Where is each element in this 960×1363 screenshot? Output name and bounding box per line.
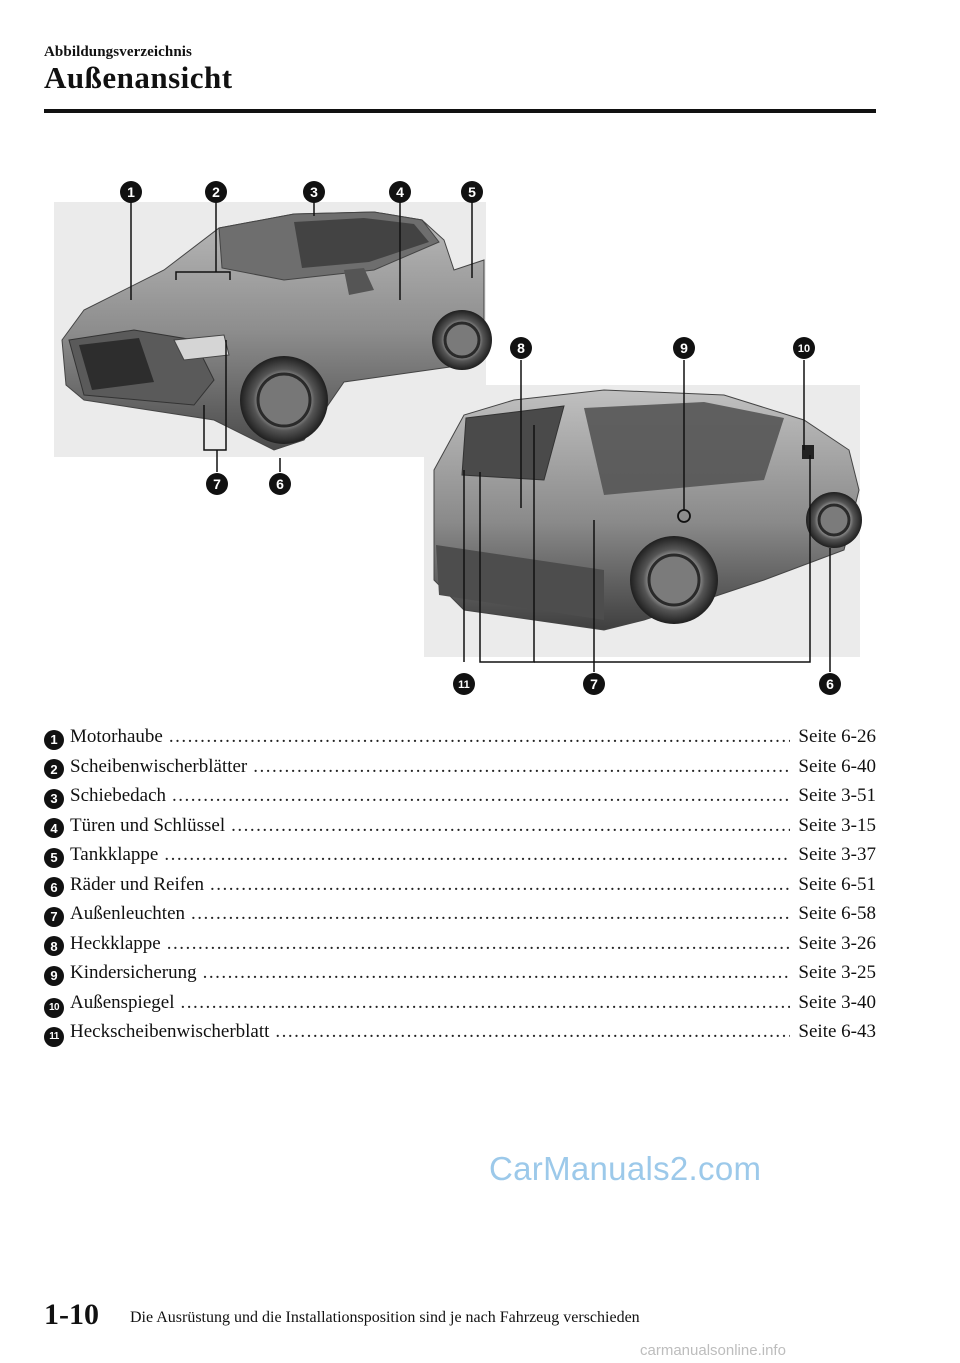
rear-car-illustration: [433, 389, 862, 631]
callout-11: 11: [453, 673, 475, 695]
svg-text:4: 4: [396, 184, 404, 200]
item-number: 4: [44, 818, 64, 838]
item-label: Scheibenwischerblätter: [70, 755, 248, 777]
svg-text:11: 11: [458, 679, 470, 691]
item-label: Motorhaube: [70, 726, 163, 747]
callout-3: 3: [303, 181, 325, 203]
svg-text:6: 6: [826, 676, 834, 692]
svg-text:7: 7: [213, 476, 221, 492]
dot-leader: ........................................…: [180, 991, 790, 1013]
item-page-ref[interactable]: Seite 3-15: [798, 814, 876, 836]
item-number: 11: [44, 1027, 64, 1047]
dot-leader: ........................................…: [202, 962, 791, 983]
item-number: 2: [44, 759, 64, 779]
callout-2: 2: [205, 181, 227, 203]
list-item[interactable]: 1 Motorhaube ...........................…: [44, 722, 876, 752]
item-page-ref[interactable]: Seite 3-37: [798, 844, 876, 865]
page-title: Außenansicht: [44, 60, 233, 95]
callout-9: 9: [673, 337, 695, 359]
dot-leader: ........................................…: [210, 873, 791, 895]
list-item[interactable]: 7 Außenleuchten ........................…: [44, 899, 876, 929]
item-page-ref[interactable]: Seite 3-40: [798, 991, 876, 1013]
svg-text:8: 8: [517, 340, 525, 356]
item-number: 7: [44, 906, 64, 927]
item-number: 1: [44, 729, 64, 750]
footer-watermark: carmanualsonline.info: [640, 1342, 786, 1359]
dot-leader: ........................................…: [191, 903, 791, 924]
item-page-ref[interactable]: Seite 6-58: [798, 903, 876, 924]
callout-6-front: 6: [269, 473, 291, 495]
item-number: 6: [44, 877, 64, 897]
callout-7-rear: 7: [583, 673, 605, 695]
callout-8: 8: [510, 337, 532, 359]
vehicle-exterior-figure: 1 2 3 4 5 6 7 8 9 10 11 7 6: [44, 150, 876, 710]
callout-6-rear: 6: [819, 673, 841, 695]
svg-text:5: 5: [468, 184, 476, 200]
list-item[interactable]: 6 Räder und Reifen .....................…: [44, 870, 876, 900]
callout-badges: 1 2 3 4 5 6 7 8 9 10 11 7 6: [120, 181, 841, 695]
item-number: 9: [44, 965, 64, 986]
item-label: Tankklappe: [70, 844, 159, 865]
svg-text:9: 9: [680, 340, 688, 356]
section-label: Abbildungsverzeichnis: [44, 44, 192, 60]
item-number: 5: [44, 847, 64, 868]
dot-leader: ........................................…: [275, 1021, 790, 1042]
item-page-ref[interactable]: Seite 6-26: [798, 726, 876, 747]
dot-leader: ........................................…: [168, 726, 791, 747]
item-label: Türen und Schlüssel: [70, 814, 226, 836]
item-page-ref[interactable]: Seite 3-51: [798, 785, 876, 806]
callout-10: 10: [793, 337, 815, 359]
list-item[interactable]: 5 Tankklappe ...........................…: [44, 840, 876, 870]
item-page-ref[interactable]: Seite 3-26: [798, 932, 876, 954]
svg-text:6: 6: [276, 476, 284, 492]
item-number: 3: [44, 788, 64, 809]
list-item[interactable]: 4 Türen und Schlüssel ..................…: [44, 811, 876, 841]
item-label: Kindersicherung: [70, 962, 197, 983]
item-page-ref[interactable]: Seite 3-25: [798, 962, 876, 983]
callout-leader-lines: [130, 202, 831, 672]
svg-text:7: 7: [590, 676, 598, 692]
watermark-logo: CarManuals2.com: [489, 1150, 762, 1187]
item-label: Schiebedach: [70, 785, 167, 806]
item-number: 10: [44, 997, 64, 1018]
dot-leader: ........................................…: [166, 932, 791, 954]
item-label: Außenspiegel: [70, 991, 175, 1013]
svg-text:1: 1: [127, 184, 135, 200]
list-item[interactable]: 8 Heckklappe ...........................…: [44, 929, 876, 959]
title-rule: [44, 109, 876, 113]
item-page-ref[interactable]: Seite 6-43: [798, 1021, 876, 1042]
dot-leader: ........................................…: [231, 814, 790, 836]
dot-leader: ........................................…: [164, 844, 790, 865]
component-index-list: 1 Motorhaube ...........................…: [44, 722, 876, 1047]
callout-7-front: 7: [206, 473, 228, 495]
item-page-ref[interactable]: Seite 6-40: [798, 755, 876, 777]
item-label: Räder und Reifen: [70, 873, 205, 895]
list-item[interactable]: 11 Heckscheibenwischerblatt ............…: [44, 1017, 876, 1047]
front-car-illustration: [61, 211, 492, 451]
dot-leader: ........................................…: [172, 785, 791, 806]
dot-leader: ........................................…: [253, 755, 791, 777]
svg-text:3: 3: [310, 184, 318, 200]
list-item[interactable]: 2 Scheibenwischerblätter ...............…: [44, 752, 876, 782]
list-item[interactable]: 3 Schiebedach ..........................…: [44, 781, 876, 811]
callout-4: 4: [389, 181, 411, 203]
item-label: Außenleuchten: [70, 903, 186, 924]
callout-5: 5: [461, 181, 483, 203]
svg-text:10: 10: [798, 343, 810, 355]
item-label: Heckklappe: [70, 932, 161, 954]
list-item[interactable]: 10 Außenspiegel ........................…: [44, 988, 876, 1018]
list-item[interactable]: 9 Kindersicherung ......................…: [44, 958, 876, 988]
item-label: Heckscheibenwischerblatt: [70, 1021, 270, 1042]
item-number: 8: [44, 936, 64, 956]
footer-page-number: 1-10: [44, 1298, 99, 1331]
svg-text:2: 2: [212, 184, 220, 200]
callout-1: 1: [120, 181, 142, 203]
footer-note: Die Ausrüstung und die Installationsposi…: [130, 1309, 640, 1326]
item-page-ref[interactable]: Seite 6-51: [798, 873, 876, 895]
